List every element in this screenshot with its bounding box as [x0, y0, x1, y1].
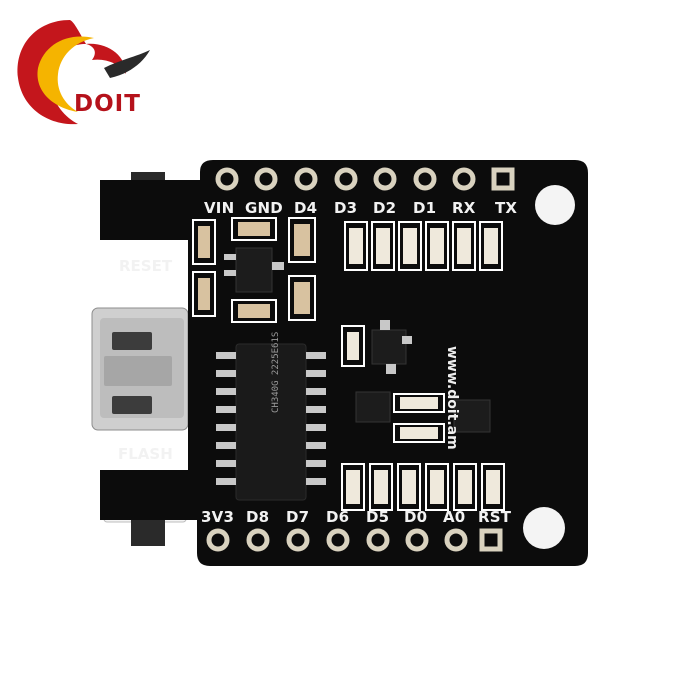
pin-label-d6: D6: [326, 508, 350, 526]
website-silkscreen: www.doit.am: [444, 346, 460, 450]
brand-name: DOIT: [74, 91, 141, 117]
chip-model: CH340G: [271, 380, 281, 413]
pin-label-d1: D1: [413, 199, 437, 217]
pin-label-rx: RX: [452, 199, 476, 217]
pin-label-d7: D7: [286, 508, 310, 526]
pin-label-vin: VIN: [204, 199, 235, 217]
pin-label-gnd: GND: [245, 199, 283, 217]
flash-label: FLASH: [118, 445, 173, 463]
chip-marking: CH340G 2225E61S: [271, 332, 281, 413]
doit-logo-icon: [17, 20, 150, 125]
pin-label-rst: RST: [478, 508, 512, 526]
pin-label-d3: D3: [334, 199, 358, 217]
pin-label-d2: D2: [373, 199, 397, 217]
pin-label-d0: D0: [404, 508, 428, 526]
pin-label-d5: D5: [366, 508, 390, 526]
pin-label-d4: D4: [294, 199, 318, 217]
pin-label-3v3: 3V3: [201, 508, 235, 526]
pin-label-tx: TX: [495, 199, 518, 217]
pin-label-a0: A0: [443, 508, 466, 526]
reset-label: RESET: [119, 257, 173, 275]
chip-batch: 2225E61S: [271, 331, 281, 376]
pin-label-d8: D8: [246, 508, 270, 526]
